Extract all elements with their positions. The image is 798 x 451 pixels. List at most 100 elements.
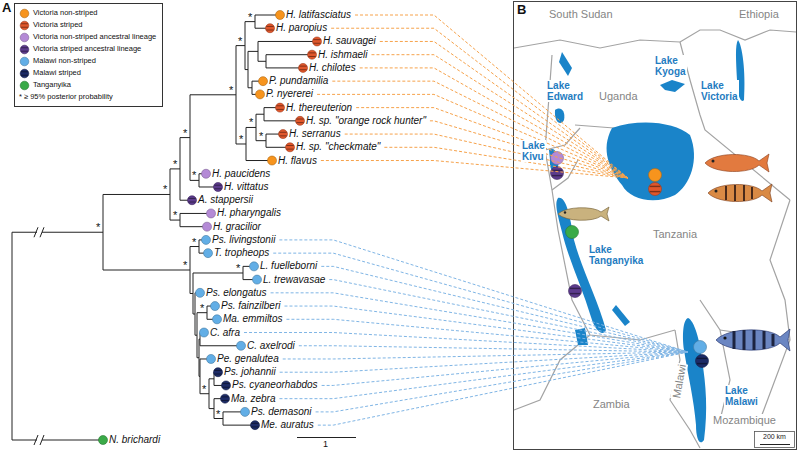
legend-text: Malawi striped [33, 67, 81, 79]
lake-label: Lake Tanganyika [588, 244, 644, 266]
leader-line [244, 333, 688, 352]
fish-eye [723, 336, 726, 339]
tip-marker [250, 262, 259, 271]
tip-marker [286, 143, 295, 152]
legend-text: Victoria striped ancestral lineage [33, 43, 141, 55]
leader-line [316, 352, 688, 412]
taxon-label: H. thereuterion [286, 102, 352, 114]
branch-line [256, 114, 264, 115]
panel-letter: B [517, 3, 526, 17]
legend-swatch [19, 44, 30, 55]
branch-break [34, 227, 44, 445]
marker-circle [313, 37, 322, 46]
map-leader-lines [244, 240, 688, 425]
marker-stripe [21, 71, 28, 72]
legend-swatch [19, 80, 30, 91]
taxon-label: H. sp. "orange rock hunter" [306, 115, 426, 127]
tip-marker [211, 302, 220, 311]
taxon-label: H. pharyngalis [217, 207, 281, 219]
lake-shape [660, 80, 685, 92]
marker-circle [207, 354, 216, 363]
lake-marker [694, 341, 707, 354]
leader-line [430, 121, 628, 178]
marker-stripe [188, 198, 195, 199]
taxon-label: T. tropheops [214, 247, 269, 259]
legend-row: Malawi striped [19, 67, 156, 79]
legend-text: Victoria non-striped ancestral lineage [33, 31, 156, 43]
tip-marker [279, 130, 288, 139]
tip-marker [214, 368, 223, 377]
branch-line [266, 67, 303, 68]
legend-row: Victoria non-striped ancestral lineage [19, 31, 156, 43]
significance-star: * [96, 222, 100, 232]
marker-stripe [214, 374, 221, 375]
tip-marker [99, 436, 108, 445]
marker-stripe [21, 26, 28, 27]
branch-line [248, 87, 252, 88]
marker-stripe [697, 363, 708, 364]
legend-text: Tanganyika [33, 79, 71, 91]
map-leader-lines [317, 15, 628, 178]
map-markers [551, 152, 709, 368]
marker-circle [259, 77, 268, 86]
marker-stripe [286, 145, 293, 146]
tip-marker [268, 156, 277, 165]
taxon-label: H. paucidens [212, 168, 270, 180]
panel-frame [514, 2, 797, 450]
taxon-label: C. axelrodi [247, 340, 295, 352]
taxon-label: Ps. livingstonii [212, 234, 275, 246]
taxon-label: C. afra [210, 327, 240, 339]
marker-circle [214, 368, 223, 377]
marker-circle [203, 222, 212, 231]
tip-marker [213, 315, 222, 324]
leader-line [384, 147, 628, 178]
significance-star: * [202, 384, 206, 394]
tip-marker [204, 249, 213, 258]
marker-stripe [279, 135, 286, 136]
country-label: Uganda [598, 90, 639, 102]
branch-line [258, 41, 317, 42]
leader-line [284, 306, 688, 352]
marker-stripe [650, 186, 661, 187]
marker-circle [20, 81, 29, 90]
branch-line [200, 359, 201, 394]
branch-line [193, 272, 243, 273]
country-borders [514, 30, 796, 448]
marker-stripe [313, 43, 320, 44]
marker-stripe [276, 109, 283, 110]
legend-row: Victoria striped [19, 19, 156, 31]
taxon-label: H. chilotes [309, 62, 356, 74]
tip-marker [299, 63, 308, 72]
marker-circle [253, 275, 262, 284]
marker-circle [196, 288, 205, 297]
taxon-label: H. ishmaeli [318, 49, 367, 61]
marker-stripe [570, 288, 581, 289]
branch-line [223, 425, 255, 426]
legend-text: * ≥ 95% posterior probability [19, 91, 113, 103]
border-line [514, 335, 590, 410]
fish-body [558, 207, 609, 221]
legend-swatch-mark [20, 9, 29, 18]
branch-line [199, 339, 200, 340]
country-label: Zambia [592, 398, 631, 410]
country-label: Tanzania [652, 228, 698, 240]
fish-eye [715, 190, 718, 193]
marker-circle [99, 436, 108, 445]
fish-illustration [716, 329, 790, 351]
branch-line [12, 232, 13, 440]
branch-line [258, 61, 266, 62]
leader-line [329, 280, 688, 352]
significance-star: * [192, 170, 196, 180]
leader-line [279, 240, 688, 352]
marker-circle [222, 381, 231, 390]
marker-circle [286, 143, 295, 152]
tip-marker [313, 37, 322, 46]
marker-circle [241, 407, 250, 416]
significance-star: * [229, 85, 233, 95]
legend-row: * ≥ 95% posterior probability [19, 91, 156, 103]
taxon-label: H. paropius [276, 22, 327, 34]
marker-stripe [21, 23, 28, 24]
marker-circle [276, 103, 285, 112]
tip-marker [241, 407, 250, 416]
marker-circle [296, 116, 305, 125]
